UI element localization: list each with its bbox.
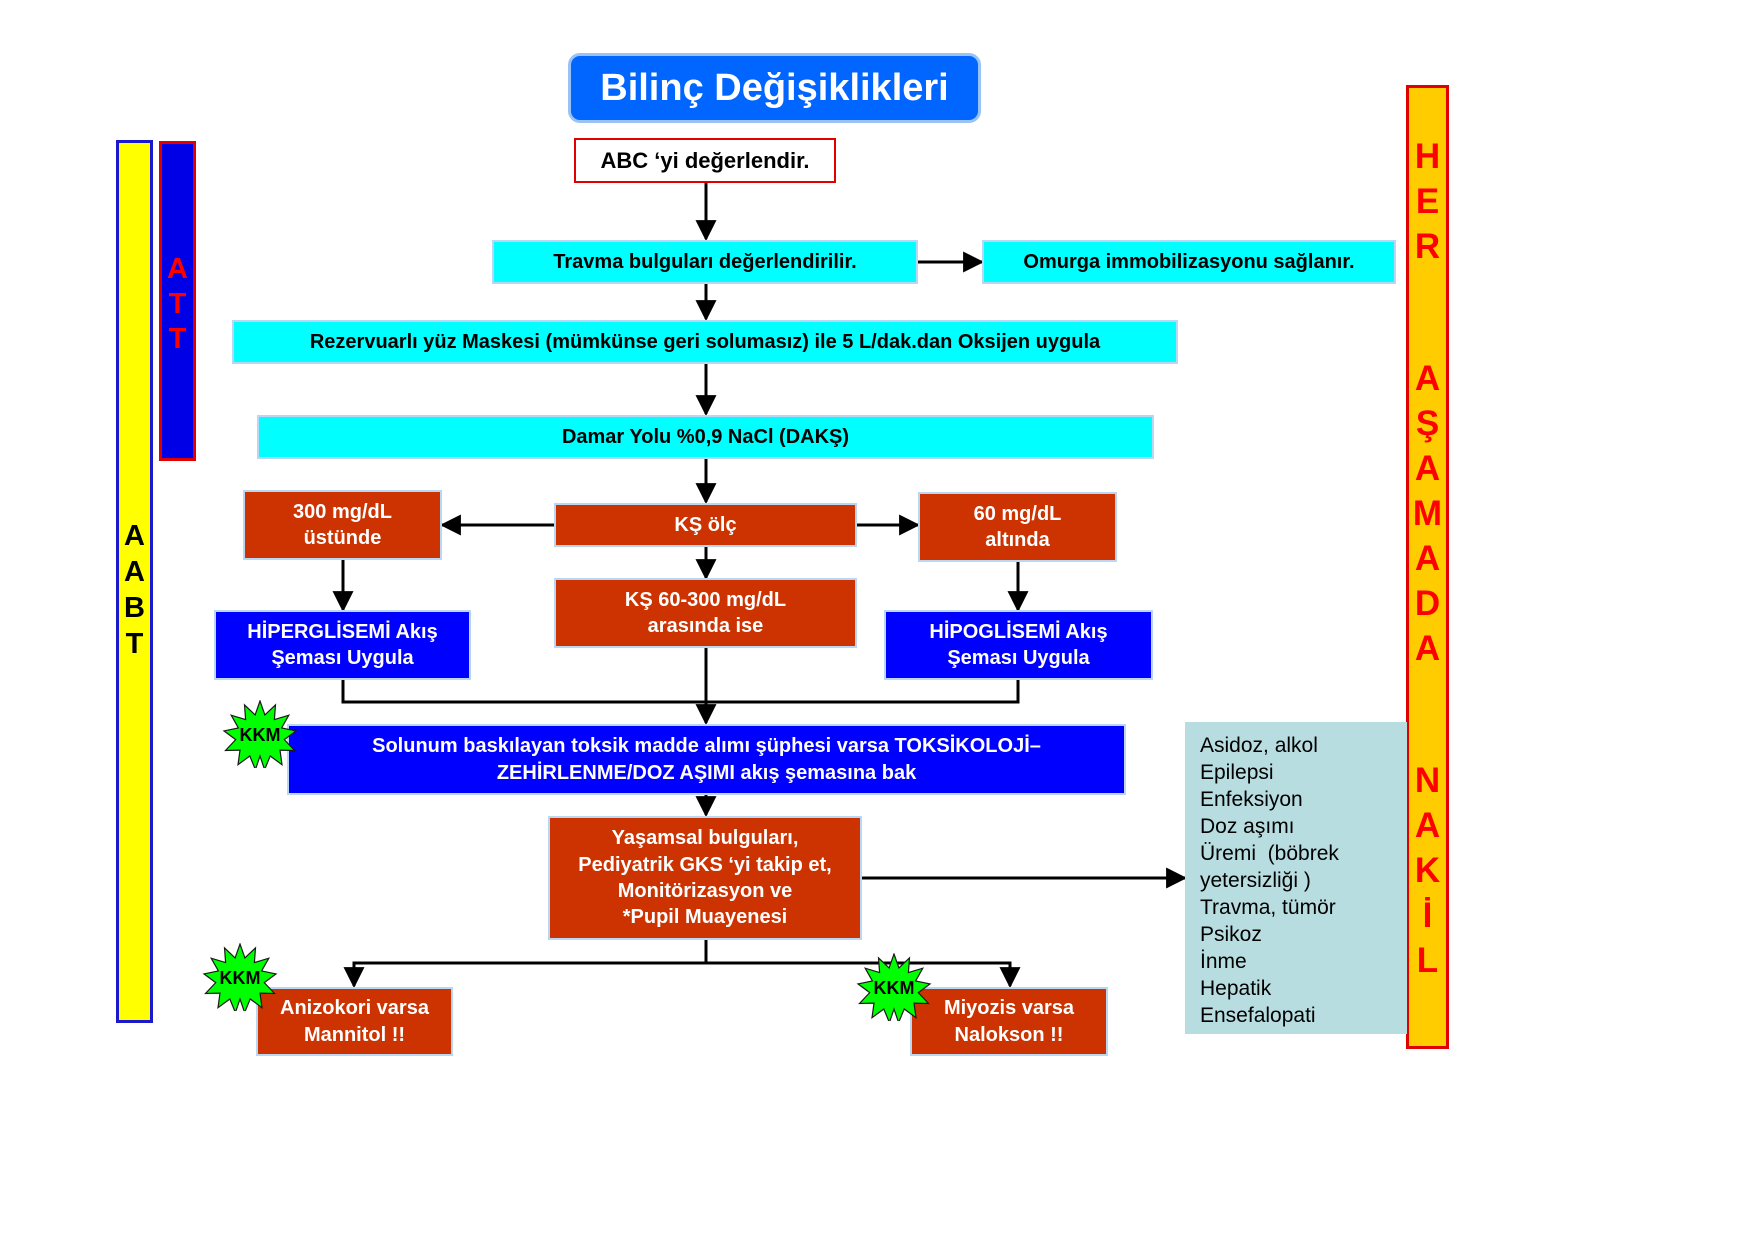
yasamsal-line: Monitörizasyon ve <box>617 880 793 902</box>
cause-item: Asidoz, alkol <box>1200 734 1318 757</box>
hipo-line: HİPOGLİSEMİ Akış <box>929 620 1108 643</box>
connector-hiper-hipo <box>341 680 1020 704</box>
aabt-letter: B <box>124 592 145 624</box>
kkm-burst-icon: KKM <box>222 700 298 768</box>
kkm-label: KKM <box>874 978 915 998</box>
yasamsal-line: *Pupil Muayenesi <box>622 906 788 929</box>
yasamsal-line: Pediyatrik GKS ‘yi takip et, <box>578 853 832 876</box>
aabt-bar <box>116 140 153 1023</box>
miyozis-line: Nalokson !! <box>954 1023 1064 1046</box>
abc-step: ABC ‘yi değerlendir. <box>574 138 836 183</box>
ks-300-step: 300 mg/dL üstünde <box>243 490 442 560</box>
cause-item: Psikoz <box>1200 923 1262 946</box>
flow-connectors <box>332 183 1188 989</box>
asamada-letter: D <box>1414 584 1441 623</box>
ks-60-line: 60 mg/dL <box>973 502 1062 525</box>
ks-range-line: arasında ise <box>647 615 764 637</box>
att-letter: T <box>168 323 187 355</box>
nakil-letter: A <box>1414 806 1441 845</box>
cause-item: Enfeksiyon <box>1200 788 1303 811</box>
kkm-label: KKM <box>220 968 261 988</box>
ks-60-line: altında <box>985 529 1050 551</box>
att-letter: A <box>167 253 188 285</box>
aabt-letter: A <box>124 520 145 552</box>
cause-item: İnme <box>1200 950 1247 973</box>
asamada-letter: A <box>1414 359 1441 398</box>
asamada-letter: Ş <box>1415 404 1440 443</box>
cause-item: Epilepsi <box>1200 761 1274 784</box>
cause-item: Doz aşımı <box>1200 815 1295 838</box>
att-letter: T <box>168 288 187 320</box>
yasamsal-step: Yaşamsal bulguları, Pediyatrik GKS ‘yi t… <box>548 816 862 940</box>
her-asamada-nakil-bar <box>1406 85 1449 1049</box>
ks-300-line: üstünde <box>303 527 382 549</box>
nakil-letter: L <box>1416 941 1439 980</box>
her-letter: R <box>1414 227 1441 266</box>
yasamsal-line: Yaşamsal bulguları, <box>611 827 799 850</box>
asamada-letter: A <box>1414 449 1441 488</box>
asamada-label: A Ş A M A D A <box>1406 356 1449 671</box>
cause-item: Ensefalopati <box>1200 1004 1316 1027</box>
kkm-burst-icon: KKM <box>856 953 932 1021</box>
arrow-anizokori <box>343 961 706 989</box>
att-label: A T T <box>159 252 196 357</box>
oksijen-step: Rezervuarlı yüz Maskesi (mümkünse geri s… <box>232 320 1178 364</box>
aabt-label: A A B T <box>116 518 153 662</box>
her-letter: H <box>1414 137 1441 176</box>
kkm-burst-icon: KKM <box>202 943 278 1011</box>
toksik-step: Solunum baskılayan toksik madde alımı şü… <box>287 724 1126 795</box>
her-letter: E <box>1415 182 1440 221</box>
nakil-letter: İ <box>1422 896 1433 935</box>
aabt-letter: T <box>125 628 144 660</box>
causes-list: Asidoz, alkol Epilepsi Enfeksiyon Doz aş… <box>1185 722 1407 1034</box>
kkm-label: KKM <box>240 725 281 745</box>
page-title: Bilinç Değişiklikleri <box>568 53 981 123</box>
cause-item: Travma, tümör <box>1200 896 1336 919</box>
asamada-letter: A <box>1414 539 1441 578</box>
miyozis-line: Miyozis varsa <box>943 997 1075 1020</box>
ks-range-step: KŞ 60-300 mg/dL arasında ise <box>554 578 857 648</box>
hiper-line: HİPERGLİSEMİ Akış <box>247 620 438 643</box>
toksik-line: Solunum baskılayan toksik madde alımı şü… <box>372 735 1041 758</box>
hipo-line: Şeması Uygula <box>947 647 1090 669</box>
ks-300-line: 300 mg/dL <box>293 500 392 523</box>
damar-step: Damar Yolu %0,9 NaCl (DAKŞ) <box>257 415 1154 459</box>
nakil-letter: K <box>1414 851 1441 890</box>
nakil-letter: N <box>1414 761 1441 800</box>
cause-item: Hepatik <box>1200 977 1272 1000</box>
hiper-line: Şeması Uygula <box>271 647 414 669</box>
her-label: H E R <box>1406 134 1449 269</box>
travma-step: Travma bulguları değerlendirilir. <box>492 240 918 284</box>
asamada-letter: M <box>1412 494 1443 533</box>
asamada-letter: A <box>1414 629 1441 668</box>
cause-item: Üremi (böbrek <box>1200 842 1339 865</box>
aabt-letter: A <box>124 556 145 588</box>
omurga-step: Omurga immobilizasyonu sağlanır. <box>982 240 1396 284</box>
att-bar <box>159 141 196 461</box>
ks-olc-step: KŞ ölç <box>554 503 857 547</box>
anizokori-line: Mannitol !! <box>303 1023 406 1046</box>
ks-60-step: 60 mg/dL altında <box>918 492 1117 562</box>
nakil-label: N A K İ L <box>1406 758 1449 983</box>
cause-item: yetersizliği ) <box>1200 869 1311 892</box>
ks-range-line: KŞ 60-300 mg/dL <box>624 588 787 611</box>
arrow-miyozis <box>706 961 1021 989</box>
toksik-line: ZEHİRLENME/DOZ AŞIMI akış şemasına bak <box>496 761 917 784</box>
anizokori-line: Anizokori varsa <box>280 997 429 1020</box>
